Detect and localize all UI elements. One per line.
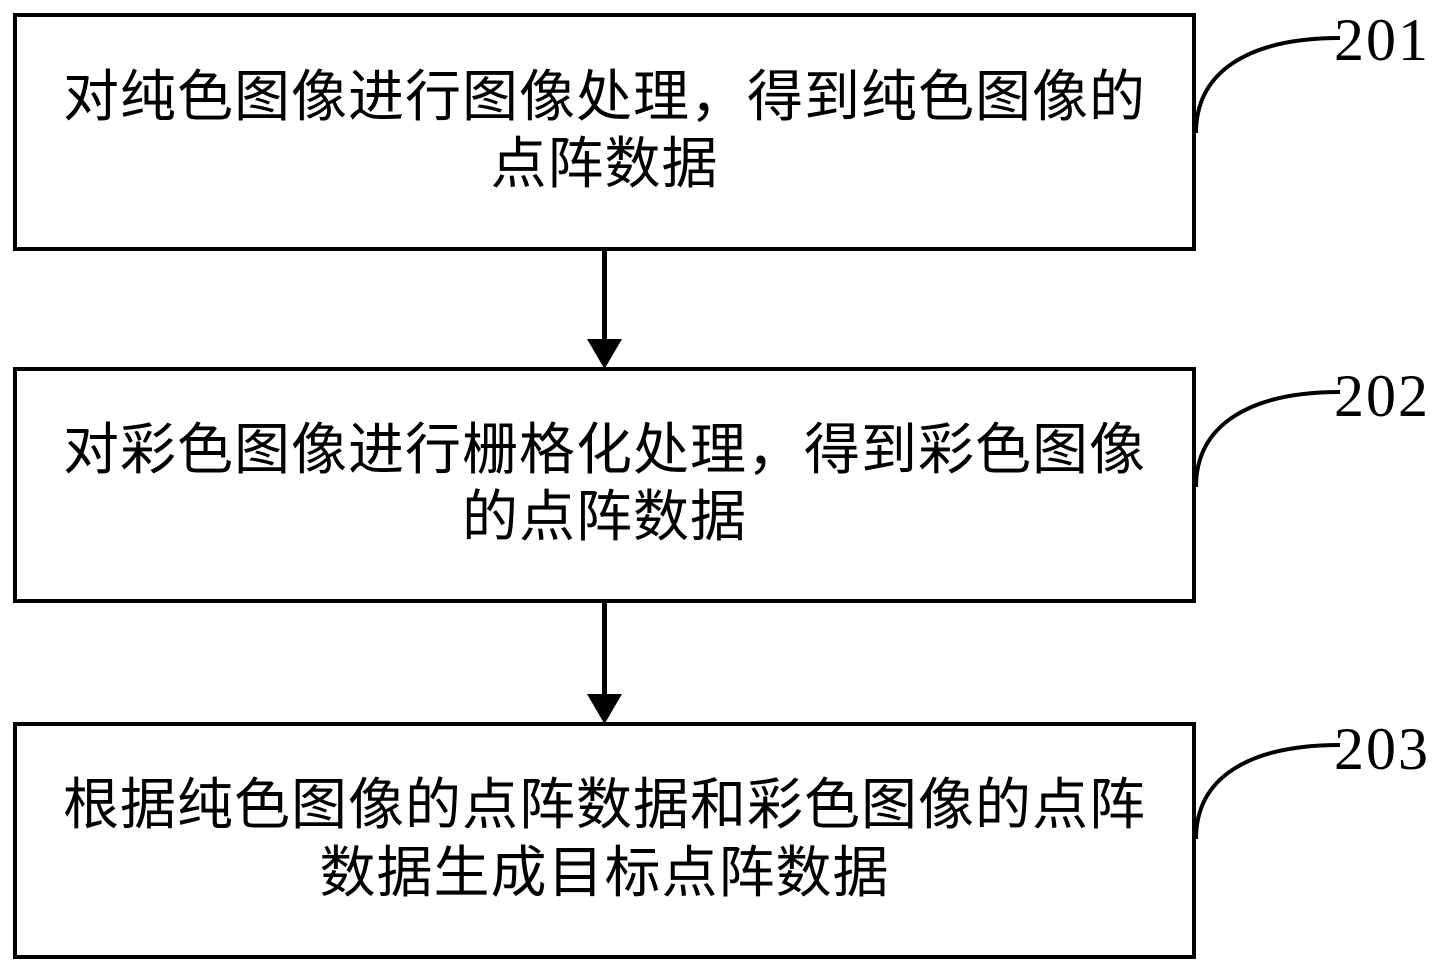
step-203-line-1: 根据纯色图像的点阵数据和彩色图像的点阵 (63, 775, 1146, 838)
flow-arrow-2 (587, 603, 622, 724)
leader-line-202 (1194, 390, 1341, 488)
step-box-202: 对彩色图像进行栅格化处理，得到彩色图像 的点阵数据 (13, 367, 1196, 603)
arrow-head-icon (587, 339, 622, 369)
step-202-text: 对彩色图像进行栅格化处理，得到彩色图像 的点阵数据 (63, 418, 1146, 552)
step-box-201: 对纯色图像进行图像处理，得到纯色图像的 点阵数据 (13, 13, 1196, 251)
step-201-text: 对纯色图像进行图像处理，得到纯色图像的 点阵数据 (63, 65, 1146, 199)
step-203-text: 根据纯色图像的点阵数据和彩色图像的点阵 数据生成目标点阵数据 (63, 773, 1146, 907)
leader-line-201 (1194, 36, 1341, 134)
step-202-line-2: 的点阵数据 (462, 487, 747, 549)
step-203-line-2: 数据生成目标点阵数据 (319, 842, 890, 905)
ref-label-201: 201 (1334, 7, 1430, 73)
ref-label-202: 202 (1334, 363, 1430, 429)
ref-label-203: 203 (1334, 716, 1430, 782)
flow-arrow-1 (587, 251, 622, 369)
leader-line-203 (1194, 743, 1341, 840)
step-202-line-1: 对彩色图像进行栅格化处理，得到彩色图像 (63, 419, 1146, 482)
step-201-line-2: 点阵数据 (490, 134, 719, 196)
arrow-head-icon (587, 694, 622, 724)
step-201-line-1: 对纯色图像进行图像处理，得到纯色图像的 (63, 66, 1146, 129)
step-box-203: 根据纯色图像的点阵数据和彩色图像的点阵 数据生成目标点阵数据 (13, 722, 1196, 959)
